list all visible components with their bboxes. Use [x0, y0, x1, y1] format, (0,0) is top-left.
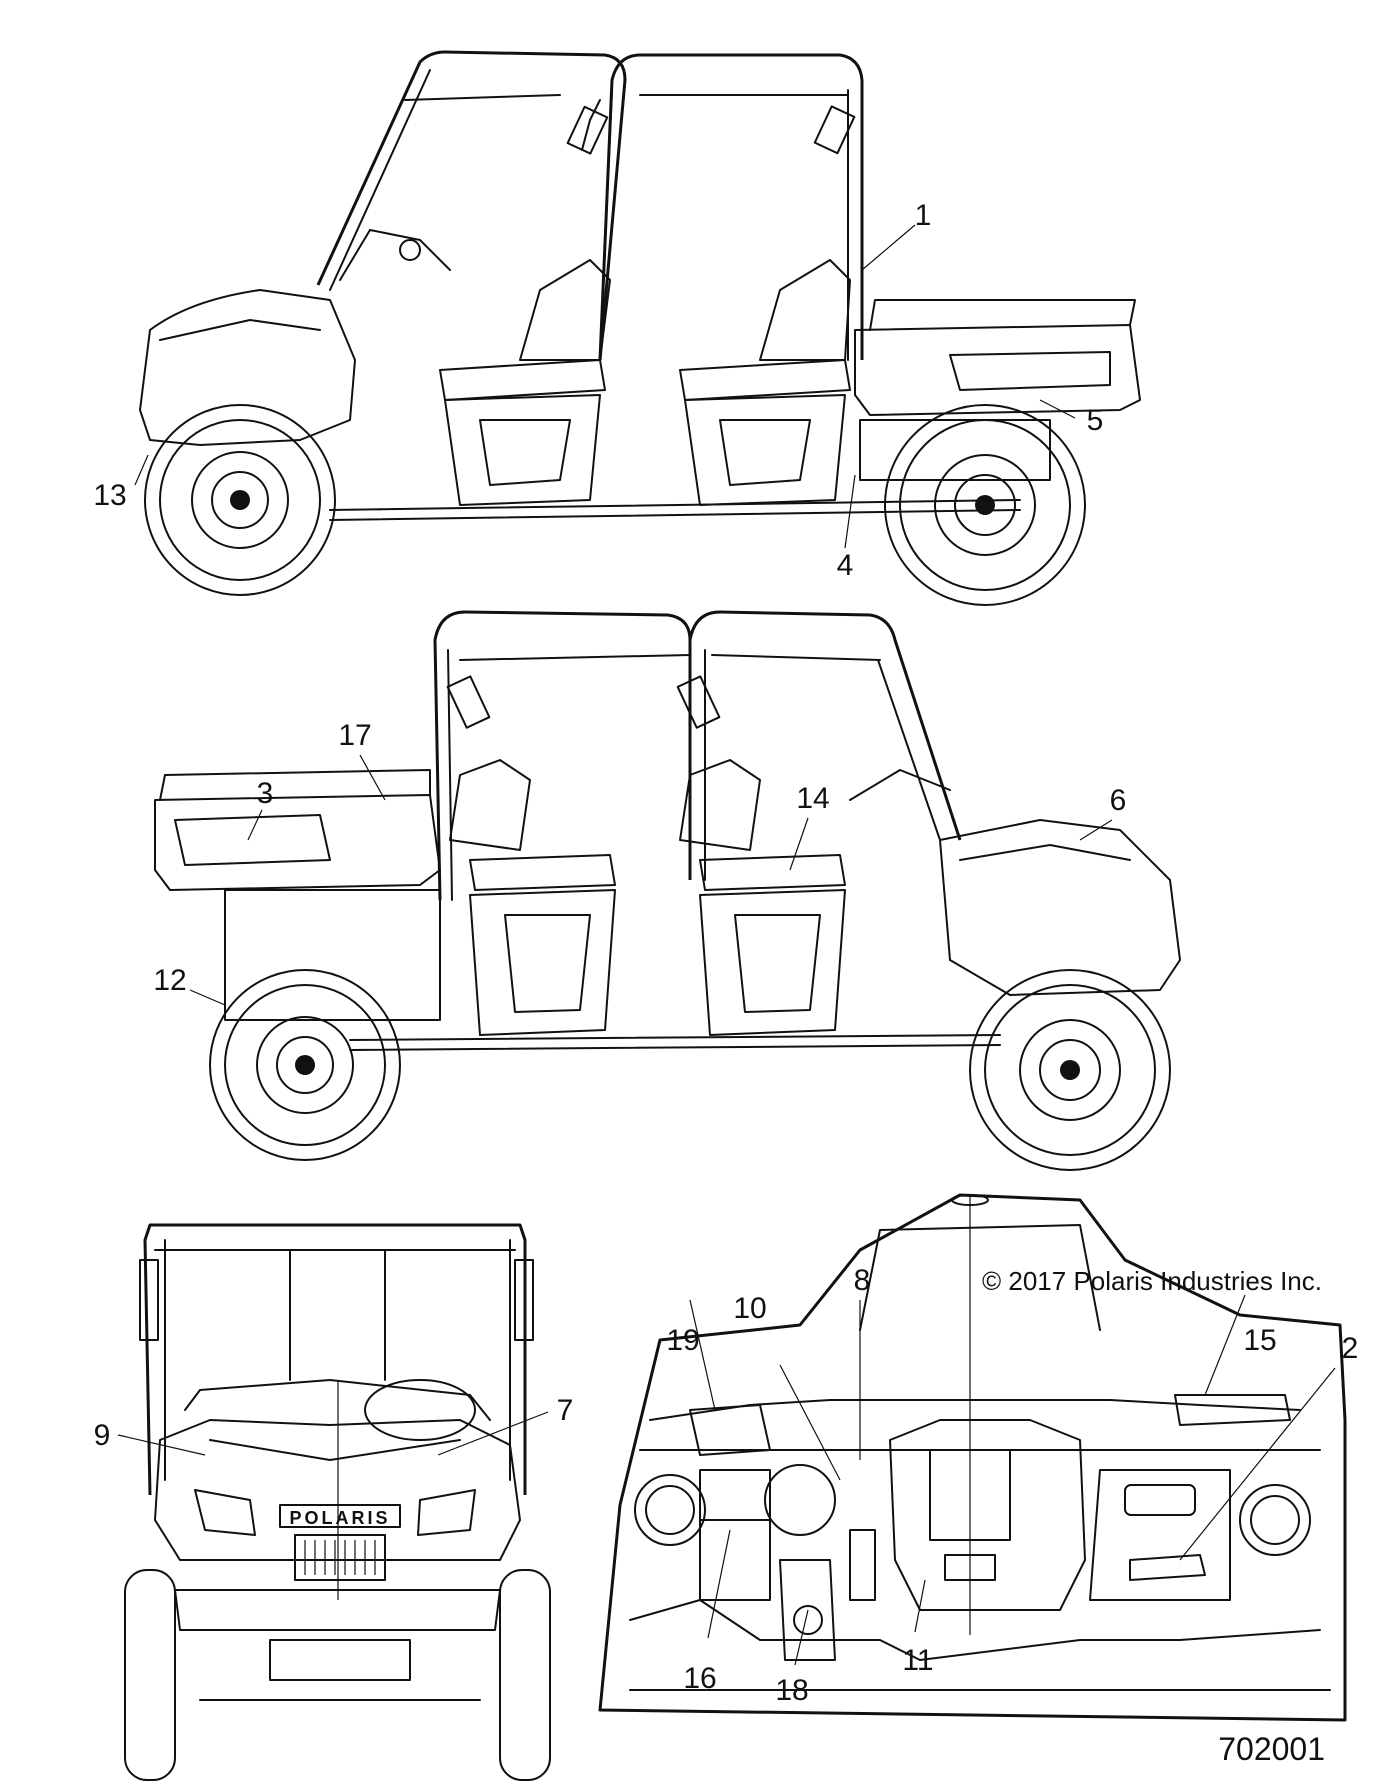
callout-18: 18	[775, 1674, 808, 1707]
callout-15: 15	[1243, 1324, 1276, 1357]
callout-13: 13	[93, 479, 126, 512]
document-number: 702001	[1218, 1731, 1325, 1767]
left-front-wheel	[144, 404, 336, 596]
left-rear-wheel	[884, 404, 1086, 606]
callout-5: 5	[1087, 404, 1104, 437]
callout-8: 8	[854, 1264, 871, 1297]
callout-3: 3	[257, 777, 274, 810]
right-cupholder	[1239, 1484, 1311, 1556]
left-cupholder	[634, 1474, 706, 1546]
callout-1: 1	[915, 199, 932, 232]
polaris-badge: POLARIS	[289, 1508, 390, 1528]
right-front-shock-spring	[676, 675, 721, 729]
left-rear-shock-spring	[566, 99, 609, 155]
copyright-notice: © 2017 Polaris Industries Inc.	[982, 1266, 1322, 1296]
callout-12: 12	[153, 964, 186, 997]
callout-labels: 1 5 4 13 17 3 14 6 12 9 7 8 10 19 15 2 1…	[93, 199, 1358, 1707]
left-side-view	[134, 50, 1141, 606]
callout-19: 19	[666, 1324, 699, 1357]
callout-17: 17	[338, 719, 371, 752]
callout-9: 9	[94, 1419, 111, 1452]
callout-11: 11	[902, 1644, 933, 1677]
callout-14: 14	[796, 782, 829, 815]
callout-6: 6	[1110, 784, 1127, 817]
right-front-wheel	[969, 969, 1171, 1171]
callout-4: 4	[837, 549, 854, 582]
right-side-view	[154, 610, 1181, 1171]
callout-10: 10	[733, 1292, 766, 1325]
left-front-shock-spring	[813, 105, 856, 155]
right-rear-shock-spring	[446, 675, 491, 729]
callout-16: 16	[683, 1662, 716, 1695]
dashboard-view	[598, 1193, 1347, 1722]
front-view: POLARIS	[117, 1223, 551, 1781]
callout-7: 7	[557, 1394, 574, 1427]
callout-2: 2	[1342, 1332, 1359, 1365]
right-rear-wheel	[209, 969, 401, 1161]
